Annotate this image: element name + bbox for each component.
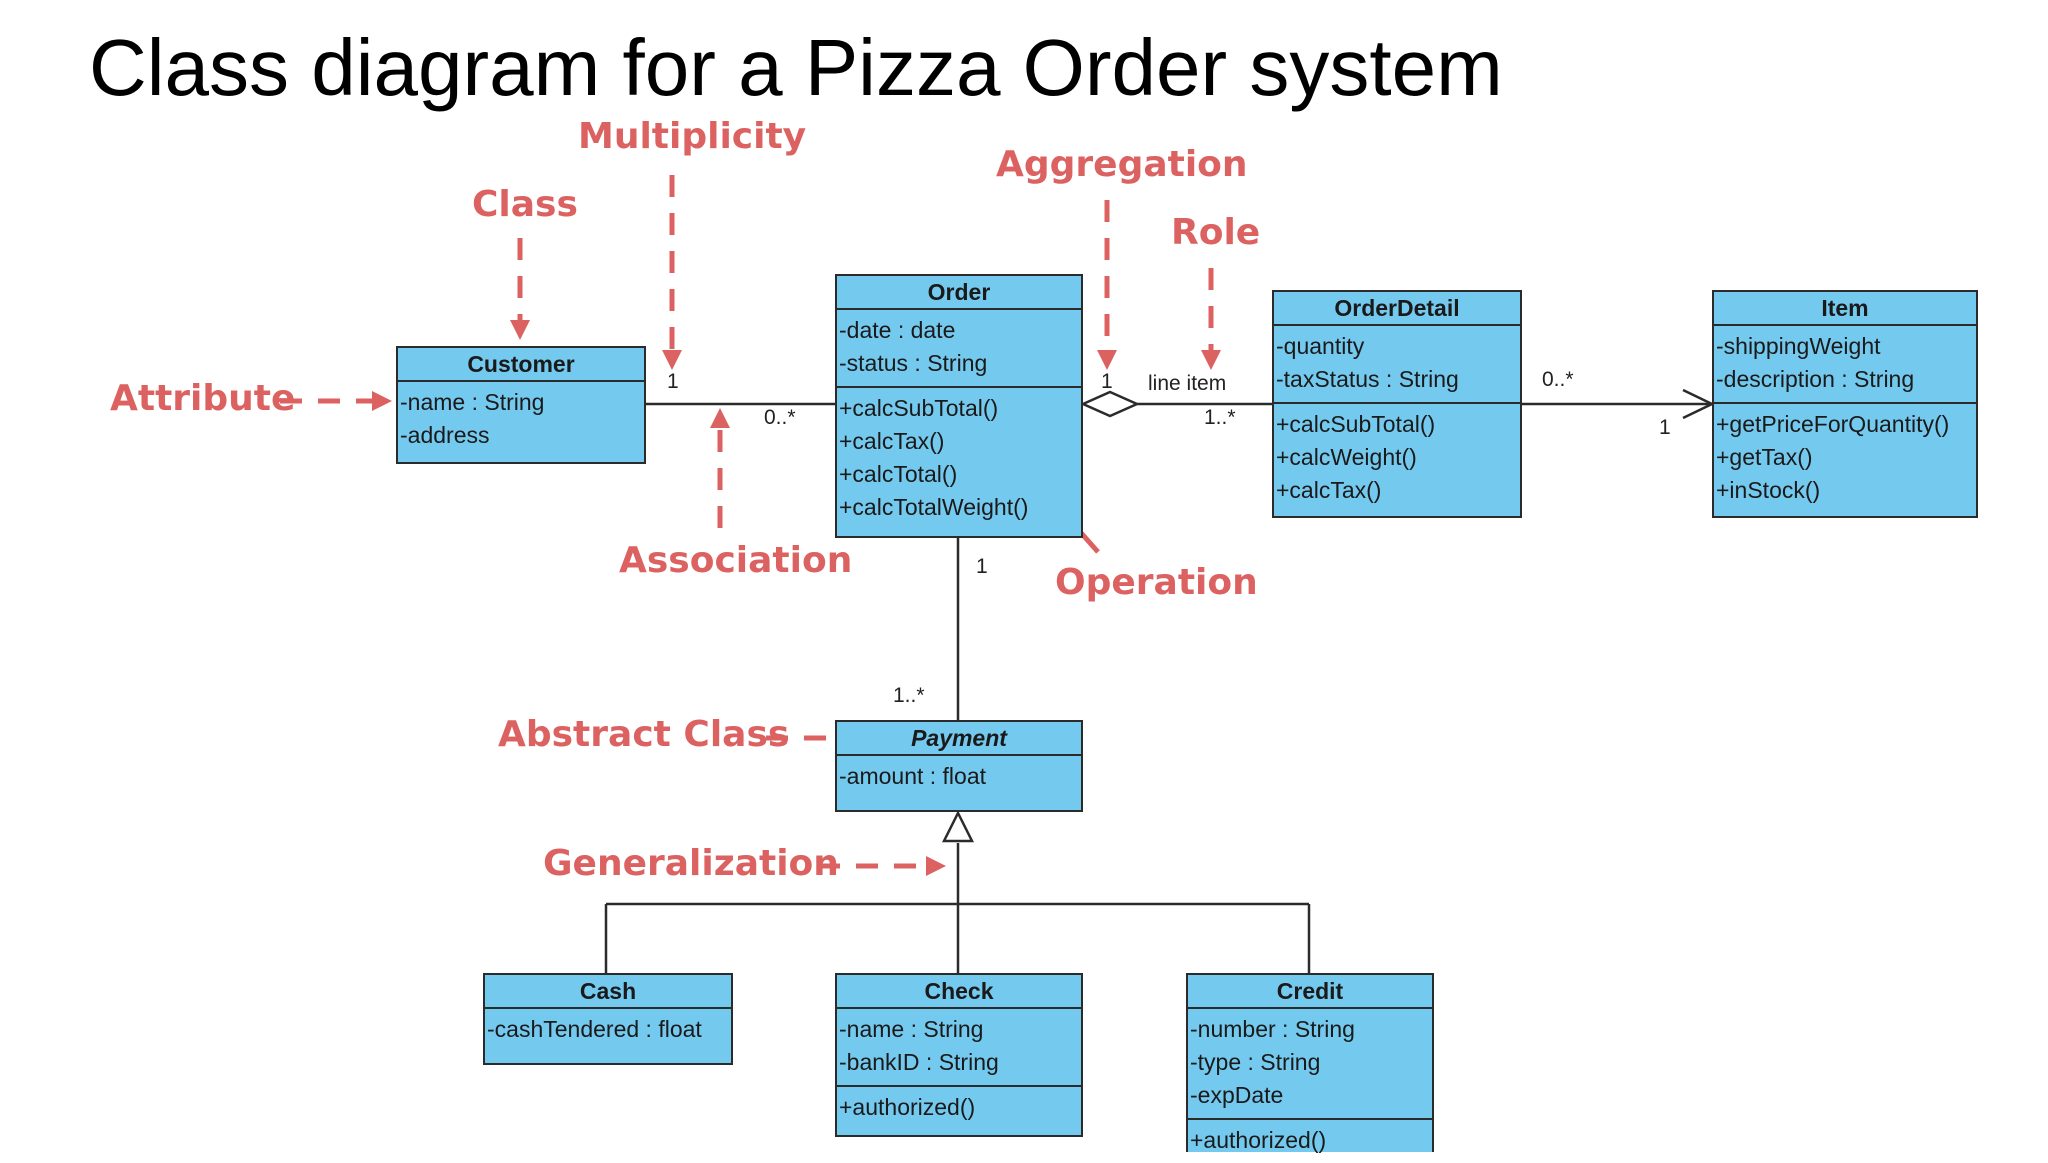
attribute: -description : String	[1716, 366, 1915, 392]
operation: +inStock()	[1716, 477, 1821, 503]
class-name: Item	[1714, 292, 1976, 326]
attributes-section: -number : String -type : String -expDate	[1188, 1009, 1432, 1118]
attribute: -name : String	[400, 389, 545, 415]
annotation-generalization: Generalization	[543, 843, 839, 884]
aggregation-diamond	[1079, 390, 1141, 418]
multiplicity-label: 0..*	[1542, 368, 1574, 391]
generalization-triangle	[941, 810, 975, 843]
class-name: Customer	[398, 348, 644, 382]
annotation-association: Association	[619, 540, 853, 581]
class-name: Cash	[485, 975, 731, 1009]
multiplicity-label: 0..*	[764, 406, 796, 429]
operation: +calcTotal()	[839, 461, 958, 487]
attribute: -cashTendered : float	[487, 1016, 702, 1042]
arrowhead-role	[1201, 350, 1221, 370]
multiplicity-label: 1	[976, 555, 988, 578]
multiplicity-label: 1	[667, 370, 679, 393]
role-label: line item	[1148, 372, 1227, 395]
class-cash: Cash -cashTendered : float	[483, 973, 733, 1065]
attribute: -shippingWeight	[1716, 333, 1881, 359]
annotation-role: Role	[1171, 212, 1261, 253]
multiplicity-label: 1	[1101, 370, 1113, 393]
class-name: OrderDetail	[1274, 292, 1520, 326]
operations-section: +getPriceForQuantity() +getTax() +inStoc…	[1714, 402, 1976, 513]
operation: +getPriceForQuantity()	[1716, 411, 1950, 437]
annotation-aggregation: Aggregation	[996, 144, 1248, 185]
attribute: -quantity	[1276, 333, 1365, 359]
arrowhead-class	[510, 320, 530, 340]
arrowhead-multiplicity	[662, 350, 682, 370]
attributes-section: -shippingWeight -description : String	[1714, 326, 1976, 402]
class-name: Credit	[1188, 975, 1432, 1009]
attribute: -date : date	[839, 317, 956, 343]
operations-section: +calcSubTotal() +calcTax() +calcTotal() …	[837, 386, 1081, 530]
attribute: -name : String	[839, 1016, 984, 1042]
attributes-section: -cashTendered : float	[485, 1009, 731, 1052]
attribute: -address	[400, 422, 490, 448]
annotation-attribute: Attribute	[110, 378, 296, 419]
attribute: -type : String	[1190, 1049, 1321, 1075]
annotation-class: Class	[472, 184, 578, 225]
arrowhead-association	[710, 408, 730, 428]
operation: +calcWeight()	[1276, 444, 1417, 470]
class-name: Check	[837, 975, 1081, 1009]
operation: +authorized()	[1190, 1127, 1327, 1153]
class-name: Order	[837, 276, 1081, 310]
class-name: Payment	[837, 722, 1081, 756]
class-credit: Credit -number : String -type : String -…	[1186, 973, 1434, 1153]
attribute: -taxStatus : String	[1276, 366, 1459, 392]
class-order: Order -date : date -status : String +cal…	[835, 274, 1083, 538]
class-payment: Payment -amount : float	[835, 720, 1083, 812]
operations-section: +authorized()	[1188, 1118, 1432, 1163]
arrowhead-aggregation	[1097, 350, 1117, 370]
class-item: Item -shippingWeight -description : Stri…	[1712, 290, 1978, 518]
operation: +calcTotalWeight()	[839, 494, 1029, 520]
attribute: -expDate	[1190, 1082, 1284, 1108]
multiplicity-label: 1..*	[1204, 406, 1236, 429]
operation: +calcTax()	[1276, 477, 1382, 503]
operation: +calcSubTotal()	[1276, 411, 1436, 437]
annotation-multiplicity: Multiplicity	[578, 116, 807, 157]
class-orderdetail: OrderDetail -quantity -taxStatus : Strin…	[1272, 290, 1522, 518]
operations-section: +calcSubTotal() +calcWeight() +calcTax()	[1274, 402, 1520, 513]
attributes-section: -name : String -bankID : String	[837, 1009, 1081, 1085]
class-check: Check -name : String -bankID : String +a…	[835, 973, 1083, 1137]
operation: +calcSubTotal()	[839, 395, 999, 421]
multiplicity-label: 1..*	[893, 684, 925, 707]
operation: +authorized()	[839, 1094, 976, 1120]
attributes-section: -quantity -taxStatus : String	[1274, 326, 1520, 402]
operations-section: +authorized()	[837, 1085, 1081, 1130]
attributes-section: -date : date -status : String	[837, 310, 1081, 386]
arrowhead-generalization	[926, 856, 946, 876]
page-title: Class diagram for a Pizza Order system	[89, 23, 1503, 112]
attribute: -status : String	[839, 350, 988, 376]
annotation-abstract-class: Abstract Class	[498, 714, 790, 755]
attributes-section: -name : String -address	[398, 382, 644, 458]
arrowhead-attribute	[372, 391, 392, 411]
attribute: -amount : float	[839, 763, 987, 789]
attribute: -bankID : String	[839, 1049, 999, 1075]
attributes-section: -amount : float	[837, 756, 1081, 799]
class-customer: Customer -name : String -address	[396, 346, 646, 464]
operation: +getTax()	[1716, 444, 1813, 470]
multiplicity-label: 1	[1659, 416, 1671, 439]
attribute: -number : String	[1190, 1016, 1355, 1042]
operation: +calcTax()	[839, 428, 945, 454]
annotation-operation: Operation	[1055, 562, 1258, 603]
